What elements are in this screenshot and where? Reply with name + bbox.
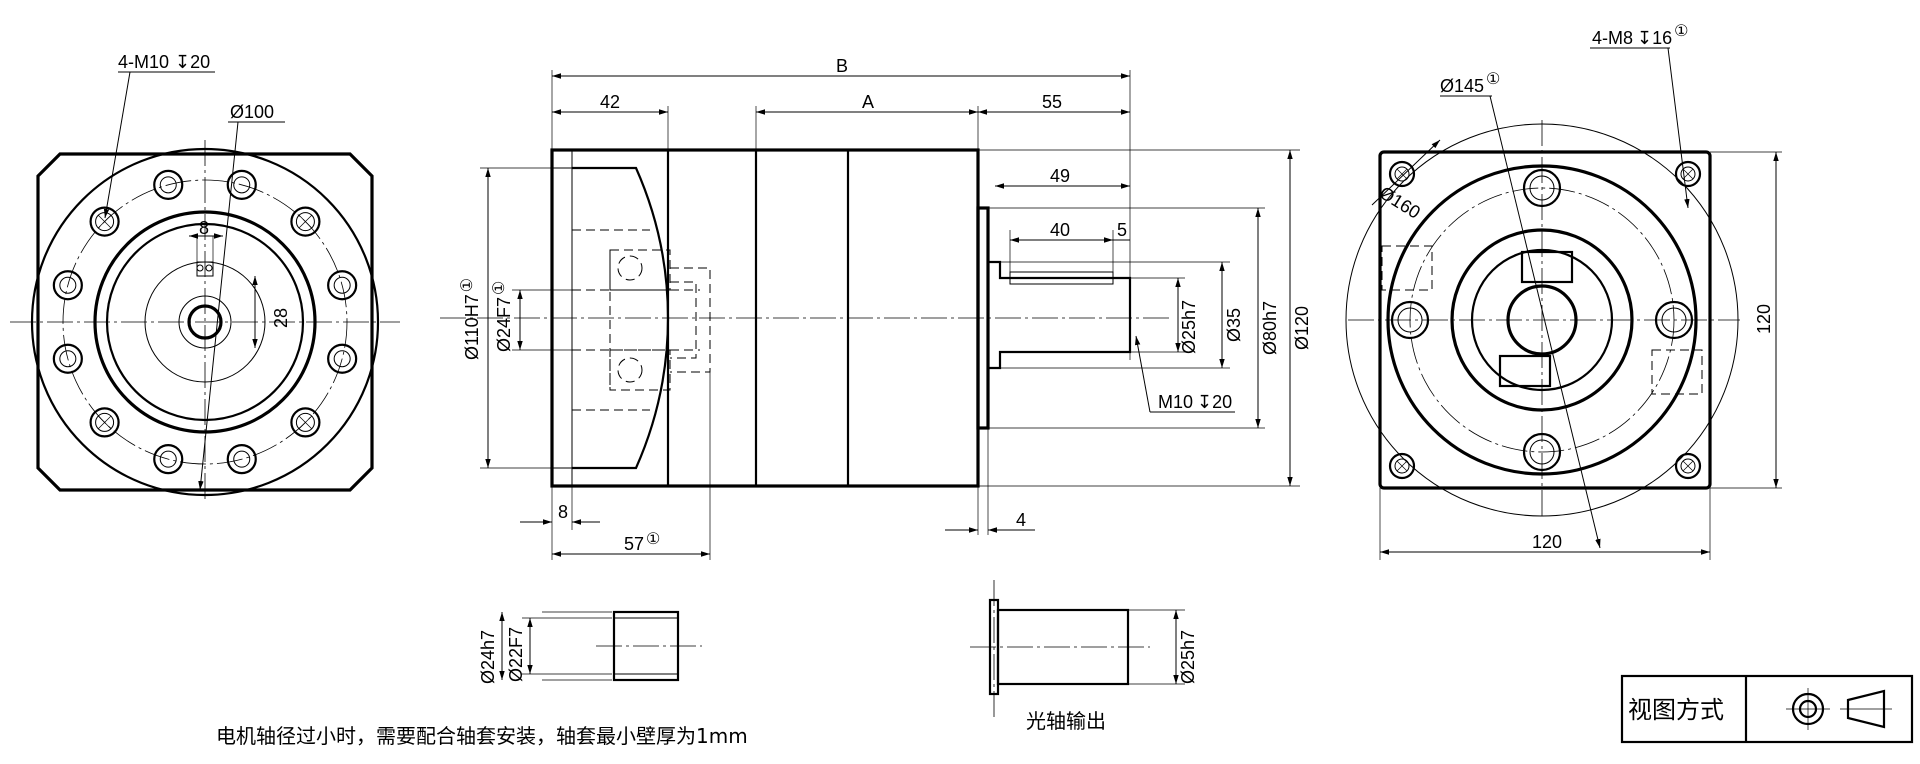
bolt-hole-inner xyxy=(1397,307,1423,333)
front-key-width-label: 8 xyxy=(199,218,209,238)
bolt-hole xyxy=(1388,452,1416,480)
dim-input-flange-len: 42 xyxy=(600,92,620,112)
first-angle-projection-symbol xyxy=(1786,688,1892,730)
front-tapped-holes-label: 4-M10↧20 xyxy=(118,52,210,72)
bushing-inner-dia: Ø22F7 xyxy=(506,627,526,682)
bolt-hole-inner xyxy=(1529,439,1555,465)
dim-key-length: 40 xyxy=(1050,220,1070,240)
bolt-hole xyxy=(290,407,321,438)
front-bolt-circle-label: Ø100 xyxy=(230,102,274,122)
bolt-hole xyxy=(153,169,184,200)
bolt-hole-inner xyxy=(1661,307,1687,333)
output-shaft xyxy=(988,260,1132,370)
dim-shaft-length: 49 xyxy=(1050,166,1070,186)
bolt-hole-inner xyxy=(59,350,77,368)
bushing-detail: Ø24h7 Ø22F7 电机轴径过小时，需要配合轴套安装，轴套最小壁厚为1mm xyxy=(216,610,748,748)
dim-key-offset: 5 xyxy=(1117,220,1127,240)
dim-overall-length: B xyxy=(836,56,848,76)
plain-shaft-dia: Ø25h7 xyxy=(1178,630,1198,684)
bolt-hole xyxy=(1674,160,1702,188)
dim-body-dia: Ø120 xyxy=(1292,306,1312,350)
bolt-hole-inner xyxy=(1394,166,1410,182)
dim-output-length: 55 xyxy=(1042,92,1062,112)
view-method-label: 视图方式 xyxy=(1628,696,1724,724)
dim-spigot-depth: 4 xyxy=(1016,510,1026,530)
bolt-hole xyxy=(89,206,120,237)
dim-center-thread: M10↧20 xyxy=(1158,392,1232,412)
bolt-hole-inner xyxy=(159,450,177,468)
bolt-hole-inner xyxy=(159,176,177,194)
bolt-hole xyxy=(1388,160,1416,188)
bolt-hole xyxy=(226,169,257,200)
bolt-hole xyxy=(290,206,321,237)
output-shaft-key xyxy=(1009,271,1114,285)
dim-shaft-shoulder: Ø35 xyxy=(1224,308,1244,342)
bolt-hole-cross xyxy=(1396,460,1408,472)
dim-spigot-dia: Ø80h7 xyxy=(1260,301,1280,355)
bushing-outer-dia: Ø24h7 xyxy=(478,630,498,684)
bolt-hole-inner xyxy=(233,450,251,468)
bushing-note: 电机轴径过小时，需要配合轴套安装，轴套最小壁厚为1mm xyxy=(216,724,748,748)
dim-shaft-dia: Ø25h7 xyxy=(1179,300,1199,354)
bolt-hole-inner xyxy=(295,412,315,432)
bolt-hole xyxy=(327,270,358,301)
plain-shaft-label: 光轴输出 xyxy=(1026,709,1106,733)
bolt-hole-inner xyxy=(295,212,315,232)
view-method-box: 视图方式 xyxy=(1620,674,1914,744)
bolt-hole xyxy=(1522,432,1562,472)
bolt-hole-inner xyxy=(59,276,77,294)
bolt-hole-cross xyxy=(1396,168,1408,180)
bolt-hole-inner xyxy=(333,350,351,368)
bolt-hole-cross xyxy=(98,415,112,429)
front-view: 8 28 4-M10↧20 Ø100 xyxy=(10,52,400,500)
bolt-hole-inner xyxy=(333,276,351,294)
bolt-hole xyxy=(89,407,120,438)
dim-body-length: A xyxy=(862,92,874,112)
bolt-hole xyxy=(153,444,184,475)
bolt-hole-cross xyxy=(298,215,312,229)
bolt-hole xyxy=(1674,452,1702,480)
dim-flange-thick: 8 xyxy=(558,502,568,522)
bolt-hole xyxy=(327,343,358,374)
bolt-hole xyxy=(1390,300,1430,340)
front-key-height-label: 28 xyxy=(271,308,291,328)
bolt-hole-cross xyxy=(298,415,312,429)
bolt-hole-inner xyxy=(95,412,115,432)
bolt-hole xyxy=(226,444,257,475)
side-view: B 42 A 55 49 40 5 xyxy=(440,56,1312,560)
bolt-hole-inner xyxy=(1394,458,1410,474)
bolt-hole-inner xyxy=(1680,458,1696,474)
bolt-hole xyxy=(52,270,83,301)
bolt-hole xyxy=(1654,300,1694,340)
bolt-hole xyxy=(52,343,83,374)
end-pcd-large-label: Ø160 xyxy=(1376,182,1424,222)
bolt-hole-cross xyxy=(1682,460,1694,472)
plain-shaft-detail: Ø25h7 光轴输出 xyxy=(970,580,1198,733)
bolt-hole-inner xyxy=(1529,175,1555,201)
bolt-hole xyxy=(1522,168,1562,208)
bolt-hole-inner xyxy=(1680,166,1696,182)
end-width-label: 120 xyxy=(1532,532,1562,552)
dim-pilot-dia: Ø110H7① xyxy=(459,278,482,360)
bolt-hole-inner xyxy=(233,176,251,194)
end-height-label: 120 xyxy=(1754,304,1774,334)
end-bolt-holes xyxy=(1388,160,1702,480)
dim-input-bore: Ø24F7① xyxy=(491,281,514,352)
bolt-hole-cross xyxy=(1682,168,1694,180)
